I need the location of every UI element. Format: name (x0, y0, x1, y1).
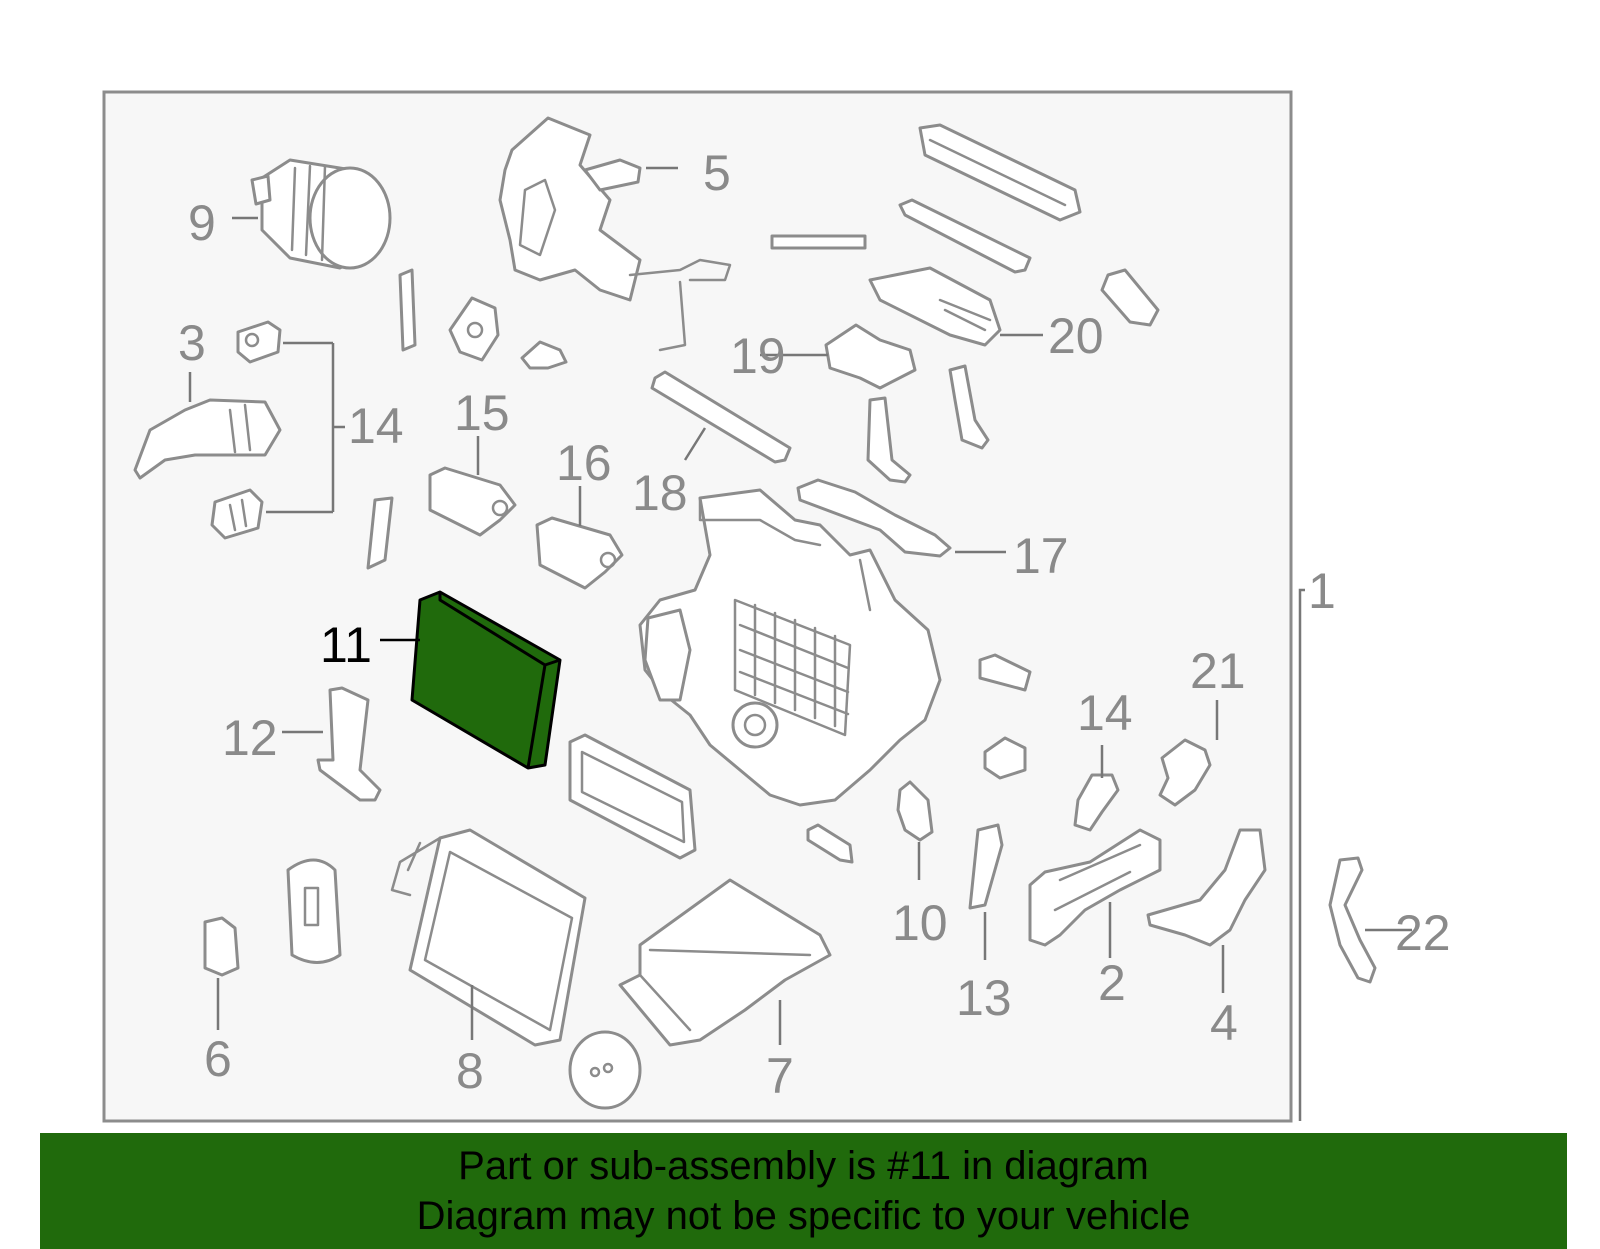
callout-1: 1 (1308, 563, 1336, 619)
part-20-filter-housing[interactable] (770, 123, 1160, 347)
callout-16: 16 (556, 435, 612, 491)
part-small-brackets[interactable] (398, 268, 568, 370)
part-12-bracket[interactable] (316, 686, 382, 802)
part-16-bracket[interactable] (535, 516, 624, 590)
part-gasket[interactable] (568, 733, 697, 860)
part-9-blower-motor[interactable] (250, 158, 392, 270)
callout-11: 11 (320, 617, 372, 673)
part-15-bracket[interactable] (366, 466, 517, 570)
part-3-duct[interactable] (133, 398, 282, 480)
callout-3: 3 (178, 315, 206, 371)
part-ducts[interactable] (866, 364, 990, 484)
part-14-actuators[interactable] (210, 320, 282, 540)
callout-10: 10 (892, 895, 948, 951)
callout-20: 20 (1048, 308, 1104, 364)
part-14-actuator-right[interactable] (1073, 773, 1120, 832)
callout-8: 8 (456, 1043, 484, 1099)
callout-15: 15 (454, 385, 510, 441)
part-7-heater-core[interactable] (618, 878, 832, 1047)
part-disc[interactable] (568, 1030, 642, 1110)
callout-12: 12 (222, 710, 278, 766)
part-17-rod[interactable] (796, 478, 952, 558)
part-clips[interactable] (978, 653, 1032, 780)
callout-4: 4 (1210, 995, 1238, 1051)
callout-13: 13 (956, 970, 1012, 1026)
callout-14-left: 14 (348, 398, 404, 454)
leader-lines (188, 166, 1412, 1121)
part-1-hvac-case[interactable] (638, 488, 942, 807)
part-22-pipe[interactable] (1328, 856, 1377, 984)
callout-14-right: 14 (1077, 685, 1133, 741)
callout-2: 2 (1098, 955, 1126, 1011)
part-2-duct[interactable] (1028, 828, 1162, 947)
callout-19: 19 (730, 328, 786, 384)
part-13-bracket[interactable] (968, 823, 1004, 910)
callout-22: 22 (1395, 905, 1451, 961)
callout-18: 18 (632, 465, 688, 521)
part-plug[interactable] (286, 858, 342, 964)
part-4-duct[interactable] (1146, 828, 1267, 947)
part-8-evaporator[interactable] (390, 828, 587, 1047)
info-banner: Part or sub-assembly is #11 in diagram D… (40, 1133, 1567, 1249)
part-10-sensor[interactable] (896, 780, 934, 842)
part-18-rail[interactable] (650, 370, 792, 464)
callout-6: 6 (204, 1031, 232, 1087)
part-19-bracket[interactable] (824, 323, 917, 390)
callout-17: 17 (1013, 528, 1069, 584)
callout-7: 7 (766, 1048, 794, 1104)
part-11-cabin-filter[interactable] (410, 590, 562, 770)
banner-line-2: Diagram may not be specific to your vehi… (416, 1194, 1191, 1238)
callout-5: 5 (703, 145, 731, 201)
part-21-sensor[interactable] (1158, 738, 1212, 807)
callout-21: 21 (1190, 643, 1246, 699)
part-5-intake-bracket[interactable] (498, 116, 732, 352)
callout-labels: 1 2 3 4 5 6 7 8 9 10 11 12 13 14 14 15 1… (178, 145, 1451, 1104)
part-6-sensor[interactable] (203, 916, 240, 977)
banner-line-1: Part or sub-assembly is #11 in diagram (458, 1144, 1149, 1188)
part-rod[interactable] (806, 823, 854, 864)
callout-9: 9 (188, 195, 216, 251)
